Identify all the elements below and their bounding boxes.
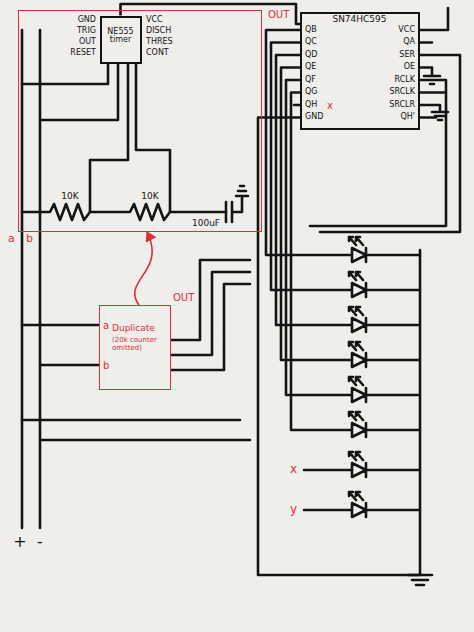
pin-label: SRCLR (388, 101, 416, 110)
net-marker: x (326, 100, 334, 111)
chip-name: NE555 timer (104, 28, 138, 46)
supply-sign: + (12, 533, 27, 551)
resistor-symbol (22, 204, 226, 220)
terminal-label: b (103, 360, 109, 371)
pin-label: QF (304, 76, 317, 85)
pin-label: QG (304, 88, 319, 97)
pin-label: THRES (145, 38, 174, 47)
supply-sign: - (36, 533, 44, 551)
box-title: Duplicate (112, 324, 155, 334)
pin-label: CONT (145, 49, 170, 58)
pin-label: OUT (78, 38, 97, 47)
pin-label: GND (304, 113, 324, 122)
pin-label: QC (304, 38, 318, 47)
pin-label: QH (304, 101, 318, 110)
callout-arrow (135, 232, 152, 305)
output-label: OUT (267, 9, 290, 20)
terminal-label: a (103, 320, 109, 331)
terminal-label: b (25, 233, 34, 245)
counter-box: Duplicate(20k counter omitted)abOUT (99, 305, 171, 390)
resistor-value: 10K (140, 192, 159, 202)
pin-label: VCC (145, 16, 164, 25)
pin-label: QD (304, 51, 318, 60)
pin-label: RCLK (394, 76, 416, 85)
pin-label: SER (398, 51, 416, 60)
net-marker: x (289, 463, 298, 476)
pin-label: OE (403, 63, 416, 72)
chip-name: SN74HC595 (304, 15, 415, 25)
pin-label: QE (304, 63, 317, 72)
led-rail (304, 250, 432, 585)
terminal-label: a (7, 233, 16, 245)
output-label: OUT (172, 292, 195, 303)
pin-label: DISCH (145, 27, 172, 36)
pin-label: VCC (397, 26, 416, 35)
register-wires (258, 8, 460, 575)
capacitor-value: 100uF (191, 219, 221, 229)
wire (121, 4, 301, 24)
pin-label: TRIG (76, 27, 97, 36)
resistor-value: 10K (60, 192, 79, 202)
pin-label: QH' (399, 113, 416, 122)
box-note: (20k counter omitted) (112, 337, 166, 352)
pin-label: GND (77, 16, 97, 25)
ic-chip: NE555 timer (100, 16, 142, 64)
pin-label: RESET (69, 49, 97, 58)
pin-label: SRCLK (388, 88, 416, 97)
pin-label: QA (402, 38, 416, 47)
capacitor-symbol (226, 186, 248, 222)
power-rails (22, 30, 40, 528)
pin-label: QB (304, 26, 318, 35)
net-marker: y (289, 503, 298, 516)
timer-wires (22, 64, 170, 212)
